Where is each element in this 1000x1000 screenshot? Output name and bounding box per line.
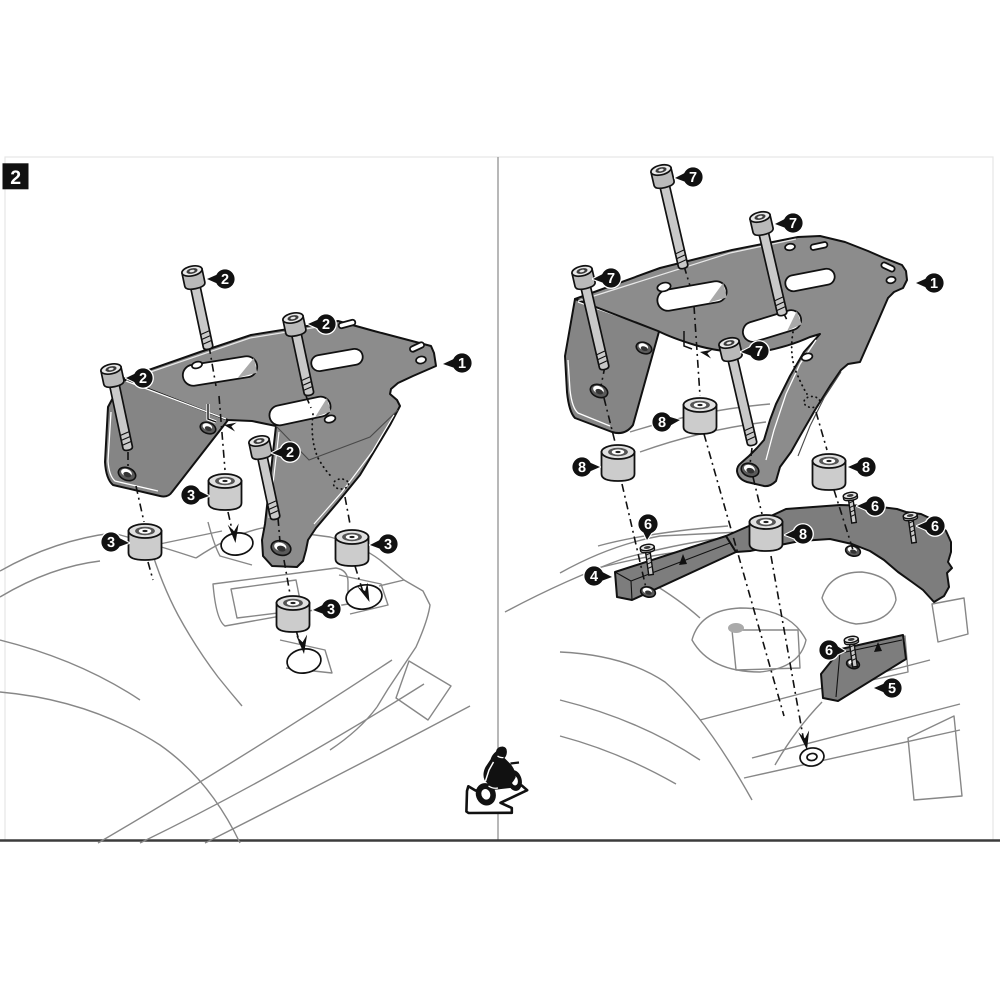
svg-text:6: 6 bbox=[871, 499, 879, 515]
svg-text:1: 1 bbox=[458, 356, 466, 372]
svg-text:3: 3 bbox=[384, 537, 392, 553]
svg-text:7: 7 bbox=[789, 216, 797, 232]
svg-text:8: 8 bbox=[658, 415, 666, 431]
svg-text:8: 8 bbox=[799, 527, 807, 543]
svg-text:1: 1 bbox=[930, 276, 938, 292]
svg-text:2: 2 bbox=[10, 167, 21, 189]
svg-text:6: 6 bbox=[931, 519, 939, 535]
svg-text:6: 6 bbox=[825, 643, 833, 659]
svg-text:5: 5 bbox=[888, 681, 896, 697]
svg-text:8: 8 bbox=[862, 460, 870, 476]
svg-text:3: 3 bbox=[107, 535, 115, 551]
svg-text:3: 3 bbox=[187, 488, 195, 504]
svg-text:2: 2 bbox=[322, 317, 330, 333]
svg-text:7: 7 bbox=[755, 344, 763, 360]
svg-text:6: 6 bbox=[644, 517, 652, 533]
svg-text:4: 4 bbox=[590, 569, 598, 585]
svg-text:3: 3 bbox=[327, 602, 335, 618]
svg-text:2: 2 bbox=[139, 371, 147, 387]
svg-text:7: 7 bbox=[689, 170, 697, 186]
svg-text:2: 2 bbox=[221, 272, 229, 288]
svg-text:7: 7 bbox=[607, 271, 615, 287]
svg-text:2: 2 bbox=[286, 445, 294, 461]
svg-text:8: 8 bbox=[578, 460, 586, 476]
